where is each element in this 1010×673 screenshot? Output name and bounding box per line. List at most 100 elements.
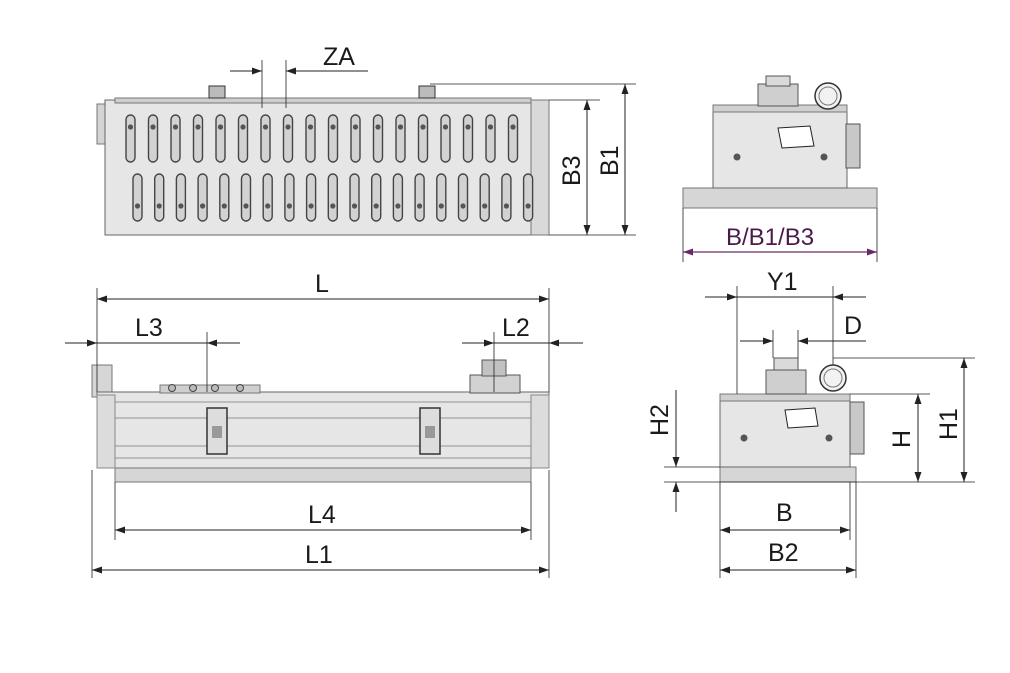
side-view bbox=[719, 357, 865, 483]
front-bolt-row bbox=[168, 384, 244, 392]
slot bbox=[125, 114, 136, 163]
dim-za: ZA bbox=[230, 43, 368, 108]
top-clamp-right bbox=[418, 85, 436, 99]
slot bbox=[262, 173, 273, 222]
slot-hole bbox=[375, 124, 381, 130]
slot-hole bbox=[460, 203, 466, 209]
label-b3: B3 bbox=[558, 155, 586, 186]
slot bbox=[417, 114, 429, 163]
label-b-b1-b3: B/B1/B3 bbox=[726, 224, 814, 251]
dim-b: B bbox=[719, 482, 851, 578]
slot-hole bbox=[352, 124, 359, 130]
slot-hole bbox=[195, 124, 201, 130]
dim-l3: L3 bbox=[65, 314, 240, 392]
slot bbox=[350, 114, 361, 163]
slot-hole bbox=[373, 203, 379, 209]
slot bbox=[237, 114, 249, 163]
slot-hole bbox=[178, 203, 184, 209]
label-l1: L1 bbox=[305, 541, 333, 569]
slot bbox=[507, 114, 519, 163]
slot bbox=[501, 173, 512, 222]
label-l3: L3 bbox=[135, 314, 163, 342]
top-slot-grid bbox=[125, 114, 534, 222]
dim-l4: L4 bbox=[114, 482, 532, 540]
label-l4: L4 bbox=[308, 501, 336, 529]
slot bbox=[305, 114, 316, 163]
label-za: ZA bbox=[323, 43, 355, 71]
slot-hole bbox=[438, 203, 444, 209]
slot-hole bbox=[503, 203, 509, 209]
dim-b-b1-b3: B/B1/B3 bbox=[682, 208, 878, 262]
label-b1: B1 bbox=[596, 145, 624, 176]
slot-hole bbox=[330, 124, 336, 130]
slot-hole bbox=[150, 124, 156, 130]
slot-hole bbox=[286, 203, 292, 209]
label-d: D bbox=[844, 312, 862, 340]
slot bbox=[349, 173, 360, 222]
slot bbox=[282, 114, 294, 163]
slot bbox=[219, 173, 230, 222]
label-l: L bbox=[315, 270, 329, 298]
slot bbox=[197, 173, 208, 222]
slot-hole bbox=[397, 124, 404, 130]
slot bbox=[284, 173, 295, 222]
top-clamp-left bbox=[208, 85, 226, 99]
label-y1: Y1 bbox=[767, 268, 798, 296]
slot bbox=[485, 114, 496, 163]
label-h1: H1 bbox=[935, 408, 963, 440]
slot-hole bbox=[307, 124, 314, 130]
slot-hole bbox=[134, 203, 141, 209]
bolt-head bbox=[236, 384, 244, 392]
front-view bbox=[91, 359, 550, 483]
slot-hole bbox=[172, 124, 179, 130]
top-right-view bbox=[682, 75, 878, 209]
slot bbox=[457, 173, 469, 222]
dim-l1: L1 bbox=[91, 470, 550, 578]
slot bbox=[175, 173, 187, 222]
slot-hole bbox=[525, 203, 531, 209]
slot-hole bbox=[351, 203, 358, 209]
slot-hole bbox=[510, 124, 516, 130]
slot-hole bbox=[156, 203, 162, 209]
slot-hole bbox=[487, 124, 494, 130]
slot-hole bbox=[417, 203, 423, 209]
slot-hole bbox=[265, 203, 271, 209]
slot bbox=[479, 173, 490, 222]
slot bbox=[170, 114, 181, 163]
dim-d: D bbox=[740, 312, 866, 358]
dim-l2: L2 bbox=[462, 314, 583, 392]
slot bbox=[414, 173, 425, 222]
bolt-head bbox=[189, 384, 197, 392]
top-view bbox=[96, 85, 550, 236]
dim-b2: B2 bbox=[720, 482, 857, 578]
slot bbox=[327, 173, 338, 222]
slot bbox=[522, 173, 534, 222]
slot bbox=[440, 114, 451, 163]
bolt-head bbox=[211, 384, 219, 392]
slot-hole bbox=[482, 203, 488, 209]
label-b2: B2 bbox=[768, 539, 799, 567]
slot-hole bbox=[465, 124, 471, 130]
slot-hole bbox=[217, 124, 224, 130]
slot-hole bbox=[285, 124, 291, 130]
slot bbox=[132, 173, 143, 222]
dim-h2-h-h1: H2 H H1 bbox=[646, 357, 975, 512]
label-l2: L2 bbox=[502, 314, 530, 342]
slot bbox=[392, 173, 404, 222]
slot bbox=[260, 114, 271, 163]
label-h2: H2 bbox=[646, 404, 674, 436]
slot bbox=[372, 114, 384, 163]
label-b: B bbox=[776, 499, 793, 527]
slot-hole bbox=[395, 203, 401, 209]
slot bbox=[436, 173, 447, 222]
slot bbox=[327, 114, 339, 163]
slot bbox=[240, 173, 252, 222]
dim-y1: Y1 bbox=[705, 268, 866, 394]
slot-hole bbox=[127, 124, 134, 130]
slot bbox=[147, 114, 159, 163]
dim-l: L bbox=[96, 270, 550, 392]
slot-hole bbox=[221, 203, 227, 209]
dim-b3-b1: B3 B1 bbox=[430, 83, 636, 236]
slot-hole bbox=[200, 203, 206, 209]
